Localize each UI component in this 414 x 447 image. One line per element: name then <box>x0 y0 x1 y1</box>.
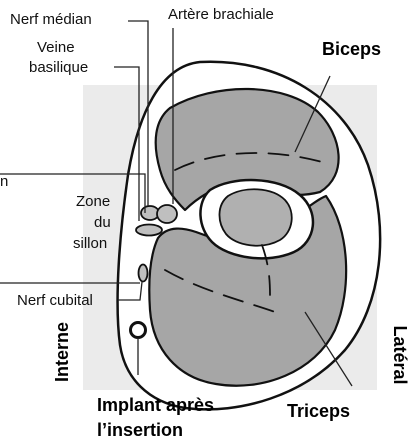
label-nerf-cubital: Nerf cubital <box>17 292 93 309</box>
label-nerf-median: Nerf médian <box>10 11 92 28</box>
implant-ring <box>131 323 146 338</box>
label-interne: Interne <box>52 322 72 382</box>
brachial-artery-shape <box>157 205 177 223</box>
ulnar-nerve-shape <box>139 265 148 282</box>
label-biceps: Biceps <box>322 39 381 59</box>
basilic-vein-shape <box>136 225 162 236</box>
label-implant-line1: Implant après <box>97 395 214 415</box>
label-veine-basilique-line2: basilique <box>29 59 88 76</box>
label-zone-line1: Zone <box>76 193 110 210</box>
label-artere-brachiale: Artère brachiale <box>168 6 274 23</box>
label-implant-line2: l’insertion <box>97 420 183 440</box>
humerus-marrow <box>219 189 291 245</box>
label-zone-line2: du <box>94 214 111 231</box>
label-zone-line3: sillon <box>73 235 107 252</box>
label-lateral: Latéral <box>390 325 410 384</box>
label-veine-basilique-line1: Veine <box>37 39 75 56</box>
label-clipped-edge: n <box>0 173 8 190</box>
label-triceps: Triceps <box>287 401 350 421</box>
